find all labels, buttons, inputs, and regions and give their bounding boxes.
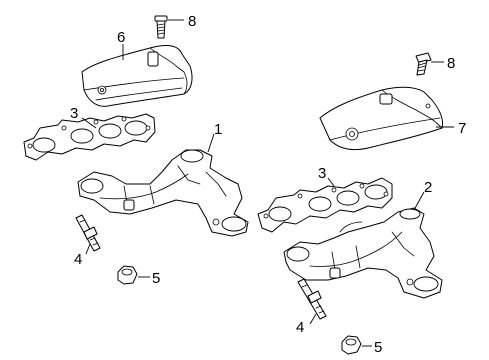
stud-right: [297, 278, 327, 320]
exhaust-manifold-left: [77, 149, 249, 237]
callout-2: 2: [424, 179, 432, 196]
callout-5-right: 5: [374, 339, 382, 356]
heat-shield-right: [319, 86, 443, 151]
exhaust-manifold-right: [283, 207, 443, 299]
leader-3b: [327, 177, 335, 187]
callout-1: 1: [214, 121, 222, 138]
nut-right: [341, 335, 362, 355]
heat-shield-upper: [81, 45, 193, 107]
bolt-right: [415, 52, 432, 76]
leader-4b: [309, 313, 317, 325]
bolt-upper-left: [154, 15, 168, 39]
callout-labels: 8 6 3 1 4 5 8 7 3 2 4 5: [70, 13, 466, 356]
gasket-left: [23, 113, 156, 161]
stud-left: [75, 214, 101, 252]
leader-3a: [81, 117, 97, 129]
callout-3-left: 3: [70, 105, 78, 122]
callout-8-right: 8: [447, 55, 455, 72]
leader-4a: [85, 243, 91, 255]
gasket-right: [257, 177, 393, 233]
nut-left: [117, 265, 138, 285]
callout-4-left: 4: [74, 251, 82, 268]
callout-4-right: 4: [296, 319, 304, 336]
callout-7: 7: [458, 120, 466, 137]
callout-3-right: 3: [318, 165, 326, 182]
callout-6: 6: [117, 29, 125, 46]
callout-8-upper: 8: [188, 13, 196, 30]
callout-5-left: 5: [152, 270, 160, 287]
leader-1: [207, 133, 215, 153]
leader-2: [413, 191, 425, 211]
leader-lines: [81, 19, 454, 347]
